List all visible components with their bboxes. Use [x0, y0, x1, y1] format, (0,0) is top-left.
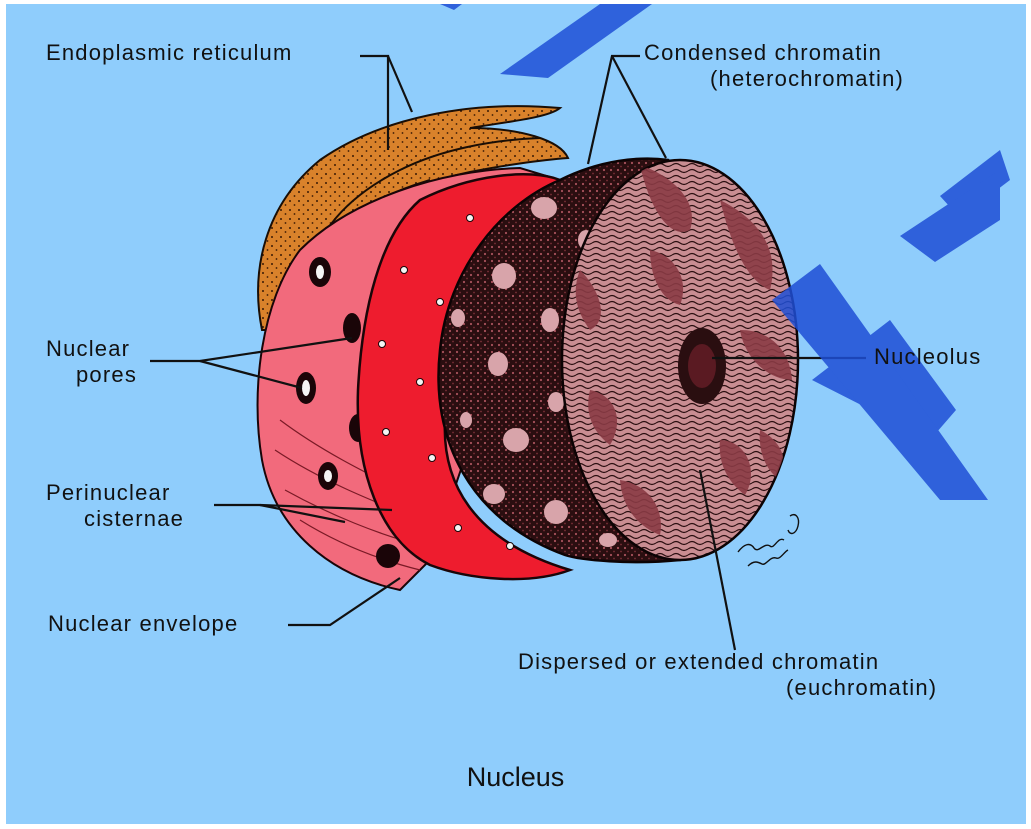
label-nucleolus: Nucleolus — [874, 345, 981, 369]
label-nuclear-pores-line1: Nuclear — [46, 337, 130, 361]
label-heterochromatin: (heterochromatin) — [710, 67, 904, 91]
label-condensed-chromatin: Condensed chromatin — [644, 41, 942, 65]
label-dispersed-chromatin: Dispersed or extended chromatin — [518, 650, 879, 674]
label-euchromatin: (euchromatin) — [786, 676, 937, 700]
condensed-chromatin-leader-line — [588, 56, 640, 164]
label-nuclear-envelope: Nuclear envelope — [48, 612, 238, 636]
label-perinuclear-cisternae-line1: Perinuclear — [46, 481, 170, 505]
label-nuclear-pores-line2: pores — [76, 363, 137, 387]
nucleolus-shape — [678, 328, 726, 404]
label-endoplasmic-reticulum: Endoplasmic reticulum — [46, 41, 293, 65]
cut-face-euchromatin — [562, 160, 798, 560]
figure-title: Nucleus — [0, 762, 1031, 793]
label-perinuclear-cisternae-line2: cisternae — [84, 507, 184, 531]
